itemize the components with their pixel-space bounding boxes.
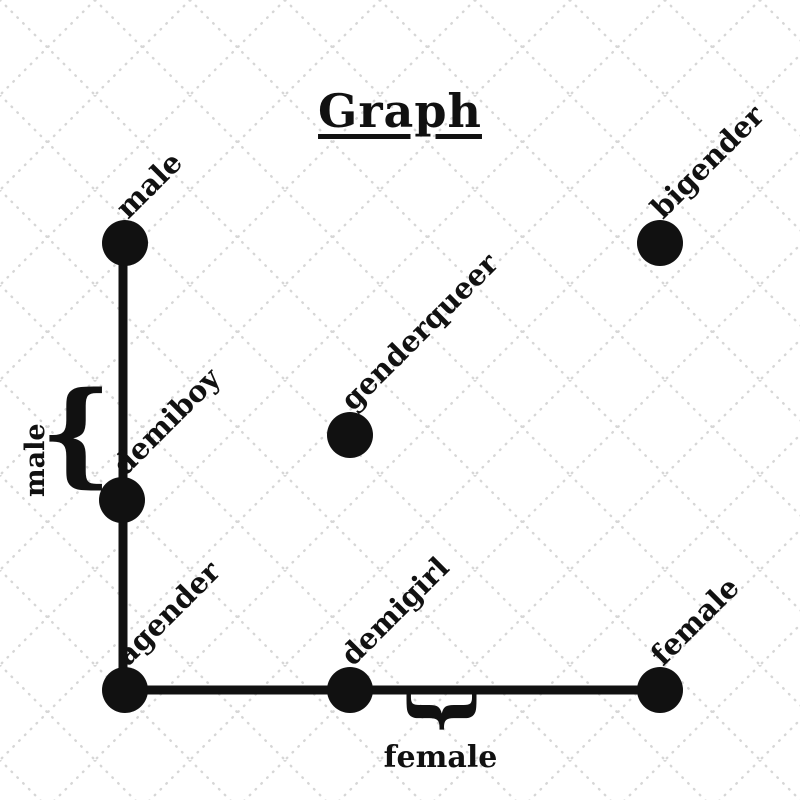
page-title-text: Graph bbox=[318, 84, 482, 138]
page-title: Graph bbox=[0, 84, 800, 138]
bottom-brace-icon: { bbox=[393, 687, 482, 736]
node-demigirl-dot bbox=[327, 667, 373, 713]
left-brace-label: male bbox=[20, 423, 51, 498]
node-male-dot bbox=[102, 220, 148, 266]
node-female-dot bbox=[637, 667, 683, 713]
node-agender-dot bbox=[102, 667, 148, 713]
node-demiboy-dot bbox=[99, 477, 145, 523]
bottom-brace-label: female bbox=[383, 740, 498, 775]
left-brace-icon: { bbox=[40, 368, 113, 499]
node-genderqueer-dot bbox=[327, 412, 373, 458]
node-bigender-dot bbox=[637, 220, 683, 266]
